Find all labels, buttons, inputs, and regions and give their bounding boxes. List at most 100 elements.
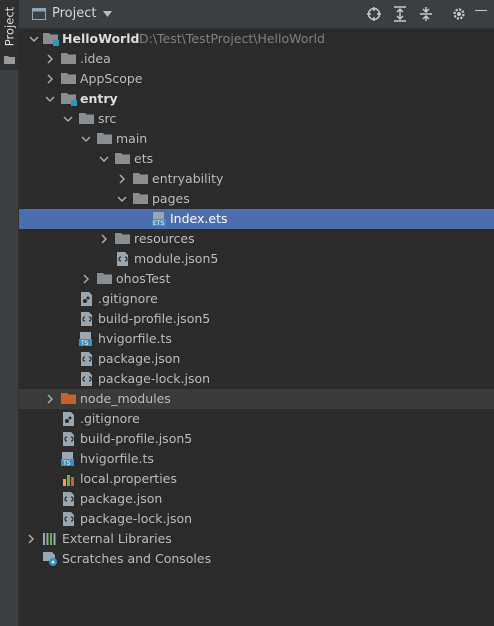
- tree-node-module-json5[interactable]: module.json5: [19, 249, 494, 269]
- project-panel-header: Project: [19, 0, 494, 29]
- tree-node-root-hvigorfile[interactable]: TS hvigorfile.ts: [19, 449, 494, 469]
- chevron-down-icon[interactable]: [81, 134, 91, 144]
- chevron-right-icon[interactable]: [45, 54, 55, 64]
- ets-file-icon: ETS: [152, 212, 166, 226]
- tree-node-index-ets[interactable]: ETS Index.ets: [19, 209, 494, 229]
- tree-node-label: hvigorfile.ts: [98, 331, 172, 346]
- panel-title[interactable]: Project: [52, 6, 97, 21]
- tree-node-pages[interactable]: pages: [19, 189, 494, 209]
- tree-node-entry-package-lock[interactable]: package-lock.json: [19, 369, 494, 389]
- tool-window-strip: Project: [0, 0, 19, 626]
- chevron-down-icon[interactable]: [117, 194, 127, 204]
- tree-node-label: .gitignore: [80, 411, 140, 426]
- folder-icon: [133, 173, 148, 184]
- chevron-down-icon[interactable]: [29, 34, 39, 44]
- tree-node-entry-package-json[interactable]: package.json: [19, 349, 494, 369]
- tree-node-label: resources: [134, 231, 195, 246]
- tree-node-src[interactable]: src: [19, 109, 494, 129]
- folder-icon: [97, 273, 112, 284]
- folder-icon: [97, 133, 112, 144]
- project-tool-tab[interactable]: Project: [0, 0, 19, 70]
- chevron-right-icon[interactable]: [81, 274, 91, 284]
- tree-node-label: package.json: [80, 491, 163, 506]
- collapse-all-icon[interactable]: [418, 6, 434, 22]
- tree-node-root-gitignore[interactable]: .gitignore: [19, 409, 494, 429]
- tree-node-helloworld[interactable]: HelloWorld D:\Test\TestProject\HelloWorl…: [19, 29, 494, 49]
- chevron-right-icon[interactable]: [99, 234, 109, 244]
- chevron-right-icon[interactable]: [45, 74, 55, 84]
- tree-node-label: main: [116, 131, 148, 146]
- tree-node-appscope[interactable]: AppScope: [19, 69, 494, 89]
- gitignore-file-icon: [81, 292, 92, 306]
- tree-node-ets[interactable]: ets: [19, 149, 494, 169]
- hide-icon[interactable]: [475, 10, 487, 16]
- tree-node-label: ets: [134, 151, 154, 166]
- folder-icon: [61, 53, 76, 64]
- chevron-right-icon[interactable]: [45, 394, 55, 404]
- chevron-right-icon[interactable]: [26, 534, 36, 544]
- tree-node-scratches[interactable]: Scratches and Consoles: [19, 549, 494, 569]
- tree-node-entry[interactable]: entry: [19, 89, 494, 109]
- tree-node-root-package-lock[interactable]: package-lock.json: [19, 509, 494, 529]
- chevron-down-icon[interactable]: [63, 114, 73, 124]
- tree-node-label: .gitignore: [98, 291, 158, 306]
- locate-icon[interactable]: [366, 6, 382, 22]
- svg-text:ETS: ETS: [153, 220, 164, 226]
- tree-node-label: hvigorfile.ts: [80, 451, 154, 466]
- scratches-icon: [43, 552, 57, 566]
- chevron-down-icon[interactable]: [99, 154, 109, 164]
- settings-icon[interactable]: [451, 6, 467, 22]
- tree-node-node-modules[interactable]: node_modules: [19, 389, 494, 409]
- folder-icon: [115, 233, 130, 244]
- project-tool-tab-label: Project: [2, 6, 17, 47]
- tree-node-root-package-json[interactable]: package.json: [19, 489, 494, 509]
- libraries-icon: [43, 533, 56, 545]
- chevron-down-icon[interactable]: [45, 94, 55, 104]
- tree-node-root-build-profile[interactable]: build-profile.json5: [19, 429, 494, 449]
- project-view-icon: [32, 8, 46, 20]
- json-file-icon: [63, 432, 74, 446]
- tree-node-label: build-profile.json5: [98, 311, 211, 326]
- tree-node-local-properties[interactable]: local.properties: [19, 469, 494, 489]
- tree-node-resources[interactable]: resources: [19, 229, 494, 249]
- tree-node-label: AppScope: [80, 71, 143, 86]
- project-folder-icon: [4, 56, 15, 64]
- tree-node-entryability[interactable]: entryability: [19, 169, 494, 189]
- tree-node-label: entry: [80, 91, 118, 106]
- chevron-right-icon[interactable]: [117, 174, 127, 184]
- tree-node-entry-gitignore[interactable]: .gitignore: [19, 289, 494, 309]
- module-folder-icon: [43, 33, 59, 46]
- json-file-icon: [81, 372, 92, 386]
- folder-icon: [115, 153, 130, 164]
- project-tree: HelloWorld D:\Test\TestProject\HelloWorl…: [19, 29, 494, 626]
- tree-node-label: module.json5: [134, 251, 219, 266]
- tree-node-idea[interactable]: .idea: [19, 49, 494, 69]
- svg-text:TS: TS: [62, 460, 71, 466]
- tree-node-main[interactable]: main: [19, 129, 494, 149]
- tree-node-label: entryability: [152, 171, 224, 186]
- tree-node-label: HelloWorld: [62, 31, 140, 46]
- expand-all-icon[interactable]: [392, 6, 408, 22]
- root-path: D:\Test\TestProject\HelloWorld: [139, 31, 325, 46]
- chevron-down-icon[interactable]: [103, 11, 112, 17]
- tree-node-ohostest[interactable]: ohosTest: [19, 269, 494, 289]
- tree-node-label: Index.ets: [170, 211, 228, 226]
- json-file-icon: [63, 512, 74, 526]
- json-file-icon: [63, 492, 74, 506]
- tree-node-entry-hvigorfile[interactable]: TS hvigorfile.ts: [19, 329, 494, 349]
- tree-node-label: pages: [152, 191, 190, 206]
- tree-node-label: External Libraries: [62, 531, 172, 546]
- tree-node-external-libraries[interactable]: External Libraries: [19, 529, 494, 549]
- properties-file-icon: [63, 475, 74, 486]
- tree-node-label: package-lock.json: [80, 511, 193, 526]
- tree-node-label: Scratches and Consoles: [62, 551, 212, 566]
- module-folder-icon: [61, 93, 77, 106]
- tree-node-entry-build-profile[interactable]: build-profile.json5: [19, 309, 494, 329]
- tree-node-label: build-profile.json5: [80, 431, 193, 446]
- svg-text:TS: TS: [80, 340, 89, 346]
- json-file-icon: [81, 312, 92, 326]
- tree-node-label: package-lock.json: [98, 371, 211, 386]
- tree-node-label: .idea: [80, 51, 111, 66]
- folder-icon: [133, 193, 148, 204]
- tree-node-label: node_modules: [80, 391, 171, 406]
